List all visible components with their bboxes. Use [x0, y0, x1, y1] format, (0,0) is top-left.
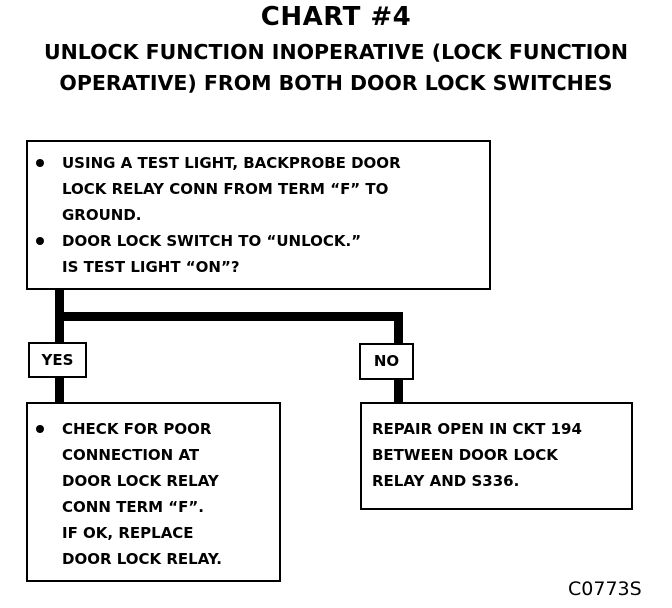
- no-action-line-3: RELAY AND S336.: [372, 472, 520, 490]
- yes-action-line-1: CHECK FOR POOR: [28, 416, 279, 442]
- connector-no-drop: [394, 312, 403, 343]
- question-box: USING A TEST LIGHT, BACKPROBE DOOR LOCK …: [26, 140, 491, 290]
- question-bullet-2-line-2: IS TEST LIGHT “ON”?: [62, 258, 240, 276]
- no-action-box: REPAIR OPEN IN CKT 194 BETWEEN DOOR LOCK…: [360, 402, 633, 510]
- yes-action-box: CHECK FOR POOR CONNECTION AT DOOR LOCK R…: [26, 402, 281, 582]
- question-bullet-2-line-1: DOOR LOCK SWITCH TO “UNLOCK.”: [28, 228, 489, 254]
- yes-label: YES: [28, 342, 87, 378]
- connector-horizontal: [55, 312, 403, 321]
- no-action-line-1: REPAIR OPEN IN CKT 194: [372, 420, 582, 438]
- no-action-line-2: BETWEEN DOOR LOCK: [372, 446, 558, 464]
- yes-action-line-3: DOOR LOCK RELAY: [62, 472, 219, 490]
- no-label: NO: [359, 343, 414, 380]
- connector-no-to-action: [394, 379, 403, 403]
- question-bullet-1-line-3: GROUND.: [62, 206, 142, 224]
- chart-title: CHART #4: [260, 2, 412, 32]
- question-bullet-1-line-2: LOCK RELAY CONN FROM TERM “F” TO: [62, 180, 389, 198]
- connector-yes-to-action: [55, 377, 64, 403]
- yes-action-line-2: CONNECTION AT: [62, 446, 200, 464]
- chart-subtitle-line-2: OPERATIVE) FROM BOTH DOOR LOCK SWITCHES: [59, 71, 613, 95]
- yes-action-line-6: DOOR LOCK RELAY.: [62, 550, 222, 568]
- yes-action-line-5: IF OK, REPLACE: [62, 524, 194, 542]
- chart-subtitle-line-1: UNLOCK FUNCTION INOPERATIVE (LOCK FUNCTI…: [44, 40, 628, 64]
- question-bullet-1-line-1: USING A TEST LIGHT, BACKPROBE DOOR: [28, 150, 489, 176]
- yes-action-line-4: CONN TERM “F”.: [62, 498, 204, 516]
- figure-code: C0773S: [568, 578, 642, 600]
